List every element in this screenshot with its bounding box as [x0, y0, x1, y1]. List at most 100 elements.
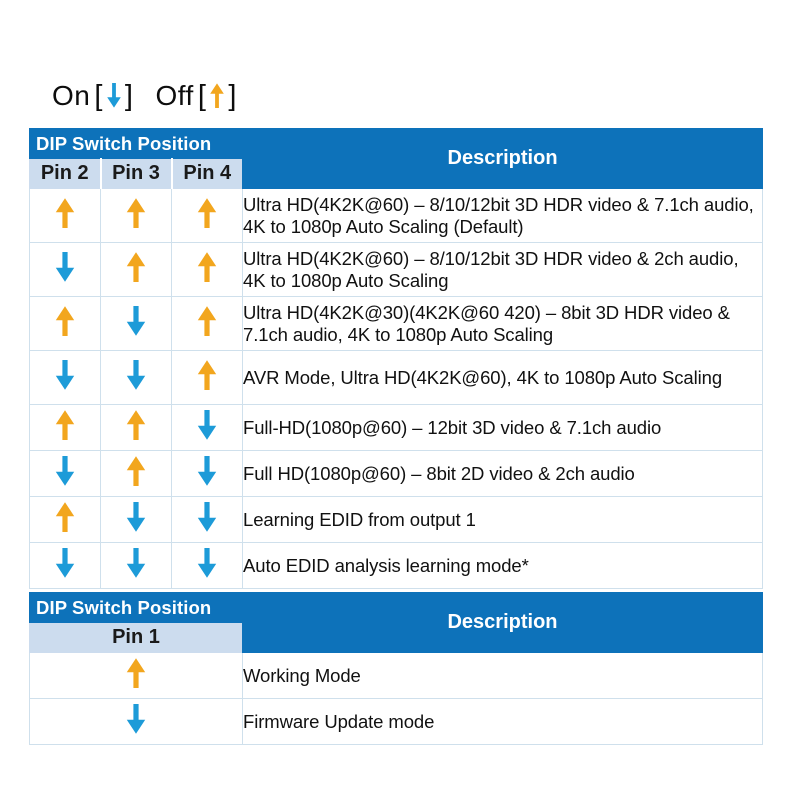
table-row: Auto EDID analysis learning mode*: [29, 542, 764, 589]
arrow-up-icon: [51, 500, 79, 534]
dip-switch-position-header-2: DIP Switch Position: [29, 592, 243, 623]
table-row: Firmware Update mode: [29, 698, 763, 745]
dip-switch-table-main: DIP Switch Position Description Pin 2 Pi…: [28, 128, 764, 589]
pin-state-cell-pin-4[interactable]: [170, 296, 244, 351]
arrow-up-icon: [206, 82, 228, 110]
dip-switch-table-pin1: DIP Switch Position Description Pin 1 Wo…: [29, 592, 763, 745]
table-row: Working Mode: [29, 652, 763, 699]
pin-state-cell-pin-2[interactable]: [29, 188, 101, 243]
description-header: Description: [242, 128, 764, 189]
table-main-data-rows: Ultra HD(4K2K@60) – 8/10/12bit 3D HDR vi…: [29, 188, 764, 589]
arrow-down-icon: [122, 546, 150, 580]
arrow-up-icon: [51, 196, 79, 230]
pin-state-cell-pin-2[interactable]: [29, 450, 101, 497]
legend-off-bracket-close: ]: [228, 79, 237, 112]
description-cell: Full-HD(1080p@60) – 12bit 3D video & 7.1…: [242, 404, 764, 451]
table-pin1-pin-header-row: Pin 1: [29, 622, 763, 653]
table-row: Ultra HD(4K2K@60) – 8/10/12bit 3D HDR vi…: [29, 188, 764, 243]
pin-state-cell-pin-2[interactable]: [29, 350, 101, 405]
legend-on-bracket-close: ]: [124, 79, 134, 112]
pin-state-cell-pin-2[interactable]: [29, 496, 101, 543]
legend-on-bracket-open: [: [94, 79, 103, 112]
legend-off-bracket-open: [: [197, 79, 207, 112]
pin-state-cell-pin-1[interactable]: [29, 652, 243, 699]
table-main-pin-header-row: Pin 2 Pin 3 Pin 4: [29, 158, 763, 189]
pin-state-cell-pin-2[interactable]: [29, 296, 101, 351]
pin-state-cell-pin-1[interactable]: [29, 698, 243, 745]
arrow-down-icon: [122, 358, 150, 392]
arrow-down-icon: [122, 702, 150, 736]
pin-state-cell-pin-4[interactable]: [170, 188, 244, 243]
description-cell: Working Mode: [242, 652, 763, 699]
description-cell: Full HD(1080p@60) – 8bit 2D video & 2ch …: [242, 450, 764, 497]
arrow-up-icon: [122, 250, 150, 284]
pin-state-cell-pin-2[interactable]: [29, 542, 101, 589]
pin-state-cell-pin-3[interactable]: [100, 450, 172, 497]
arrow-down-icon: [193, 546, 221, 580]
pin-header-pin-1: Pin 1: [29, 622, 243, 653]
description-cell: Auto EDID analysis learning mode*: [242, 542, 764, 589]
pin-header-pin-2: Pin 2: [29, 158, 102, 189]
pin-state-cell-pin-3[interactable]: [100, 496, 172, 543]
description-cell: Firmware Update mode: [242, 698, 763, 745]
pin-state-cell-pin-4[interactable]: [170, 404, 244, 451]
arrow-up-icon: [122, 656, 150, 690]
table-main-group-header-row: DIP Switch Position Description: [28, 128, 764, 189]
arrow-down-icon: [193, 454, 221, 488]
legend-off-label: Off: [155, 80, 194, 111]
description-cell: Learning EDID from output 1: [242, 496, 764, 543]
legend-off-group: Off [ ]: [155, 80, 236, 112]
pin-state-cell-pin-3[interactable]: [100, 296, 172, 351]
pin-state-cell-pin-3[interactable]: [100, 542, 172, 589]
pin-state-cell-pin-3[interactable]: [100, 350, 172, 405]
arrow-down-icon: [51, 358, 79, 392]
table-main-body: DIP Switch Position Description Pin 2 Pi…: [28, 128, 764, 189]
arrow-down-icon: [122, 304, 150, 338]
legend-on-label: On: [52, 80, 91, 111]
pin-header-pin-3: Pin 3: [99, 158, 173, 189]
arrow-down-icon: [122, 500, 150, 534]
description-cell: Ultra HD(4K2K@60) – 8/10/12bit 3D HDR vi…: [242, 188, 764, 243]
table-row: Ultra HD(4K2K@60) – 8/10/12bit 3D HDR vi…: [29, 242, 764, 297]
arrow-down-icon: [51, 250, 79, 284]
description-header-2: Description: [242, 592, 763, 653]
table-row: Full-HD(1080p@60) – 12bit 3D video & 7.1…: [29, 404, 764, 451]
arrow-down-icon: [103, 82, 125, 110]
pin-state-cell-pin-4[interactable]: [170, 496, 244, 543]
pin-header-pin-4: Pin 4: [170, 158, 244, 189]
table-row: AVR Mode, Ultra HD(4K2K@60), 4K to 1080p…: [29, 350, 764, 405]
description-cell: AVR Mode, Ultra HD(4K2K@60), 4K to 1080p…: [242, 350, 764, 405]
pin-state-cell-pin-3[interactable]: [100, 242, 172, 297]
arrow-down-icon: [51, 454, 79, 488]
pin-state-cell-pin-4[interactable]: [170, 350, 244, 405]
dip-switch-position-header: DIP Switch Position: [28, 128, 244, 159]
arrow-up-icon: [193, 304, 221, 338]
pin-state-cell-pin-2[interactable]: [29, 404, 101, 451]
arrow-up-icon: [122, 196, 150, 230]
arrow-up-icon: [193, 358, 221, 392]
legend-row: On [ ] Off [ ]: [52, 75, 237, 117]
table-row: Learning EDID from output 1: [29, 496, 764, 543]
description-cell: Ultra HD(4K2K@60) – 8/10/12bit 3D HDR vi…: [242, 242, 764, 297]
arrow-up-icon: [193, 250, 221, 284]
arrow-down-icon: [51, 546, 79, 580]
table-pin1-group-header-row: DIP Switch Position Description: [29, 592, 763, 653]
arrow-up-icon: [122, 408, 150, 442]
arrow-up-icon: [51, 408, 79, 442]
arrow-up-icon: [193, 196, 221, 230]
arrow-up-icon: [122, 454, 150, 488]
arrow-down-icon: [193, 408, 221, 442]
pin-state-cell-pin-3[interactable]: [100, 188, 172, 243]
legend-on-group: On [ ]: [52, 80, 133, 112]
pin-state-cell-pin-2[interactable]: [29, 242, 101, 297]
pin-state-cell-pin-4[interactable]: [170, 450, 244, 497]
pin-state-cell-pin-4[interactable]: [170, 542, 244, 589]
table-row: Ultra HD(4K2K@30)(4K2K@60 420) – 8bit 3D…: [29, 296, 764, 351]
description-cell: Ultra HD(4K2K@30)(4K2K@60 420) – 8bit 3D…: [242, 296, 764, 351]
pin-state-cell-pin-4[interactable]: [170, 242, 244, 297]
table-pin1-body: DIP Switch Position Description Pin 1: [29, 592, 763, 653]
arrow-up-icon: [51, 304, 79, 338]
pin-state-cell-pin-3[interactable]: [100, 404, 172, 451]
table-row: Full HD(1080p@60) – 8bit 2D video & 2ch …: [29, 450, 764, 497]
